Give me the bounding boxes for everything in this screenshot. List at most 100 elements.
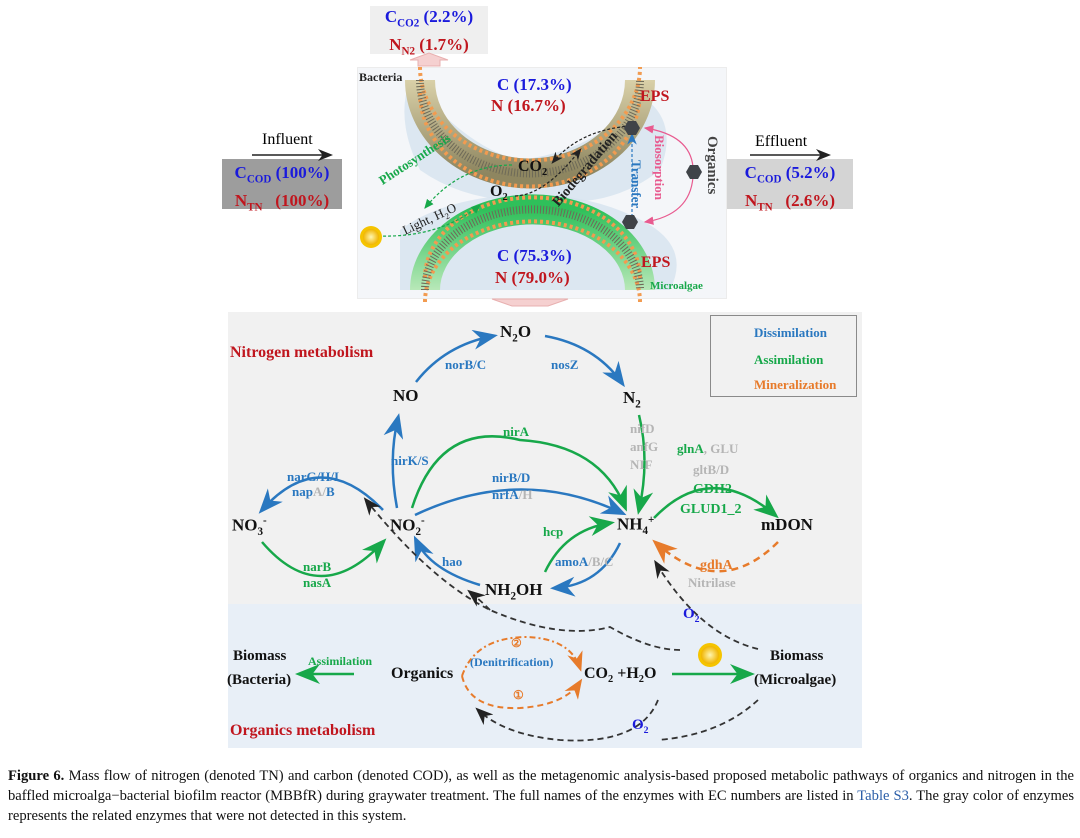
enzyme-gdh2: GDH2: [693, 482, 732, 497]
legend-dissimilation: Dissimilation: [754, 325, 827, 340]
denitrification-label: (Denitrification): [470, 655, 554, 669]
enzyme-nirbd: nirB/D: [492, 470, 531, 485]
enzyme-amo: amoA/B/C: [555, 554, 614, 569]
legend-box: Dissimilation Assimilation Mineralizatio…: [710, 315, 857, 397]
enzyme-narb: narB: [303, 559, 332, 574]
enzyme-hcp: hcp: [543, 524, 564, 539]
enzyme-hao: hao: [442, 554, 463, 569]
o2-dashed-to-narg: [363, 497, 681, 651]
biosorption-top-arrow-icon: [643, 125, 694, 168]
biomass-bacteria-label: Biomass: [233, 648, 287, 664]
organic-molecule-icon: [622, 215, 638, 229]
o2-dashed-to-amo: [654, 559, 759, 650]
o2-to-biodeg-arrow-icon: [514, 148, 582, 197]
light-arrow-icon: [377, 204, 481, 237]
o2-label-bottom: O2: [632, 717, 649, 736]
co2-label: CO2: [518, 158, 548, 179]
eps-label-bottom: EPS: [641, 254, 671, 271]
o2-dashed-bottom: [475, 699, 659, 742]
species-mdon: mDON: [761, 515, 813, 534]
enzyme-nif: NIF: [630, 457, 653, 472]
enzyme-anfg: anfG: [630, 439, 659, 454]
sun-icon: [698, 643, 722, 667]
enzyme-nifd: nifD: [630, 421, 655, 436]
organic-molecule-icon: [686, 165, 702, 179]
biodeg-to-co2-arrow-icon: [551, 125, 631, 164]
denitrification-loop-bottom: [461, 675, 583, 710]
bacteria-carbon-share: C (17.3%): [497, 75, 572, 94]
enzyme-gltbd: gltB/D: [693, 462, 730, 477]
enzyme-nosz: nosZ: [551, 357, 579, 372]
denitrification-loop-top: [461, 635, 583, 677]
arrow-no2-to-no: [383, 413, 404, 509]
transfer-label: Transfer: [629, 160, 644, 209]
effluent-box: CCOD (5.2%) NTN (2.6%): [727, 159, 853, 214]
organics-label: Organics: [391, 665, 454, 682]
species-no: NO: [393, 386, 419, 405]
arrow-no2-to-nh4-nira: [410, 435, 627, 512]
bacteria-label: Bacteria: [359, 70, 403, 84]
species-no3: NO3-: [232, 515, 267, 539]
circle-1: ①: [513, 688, 524, 702]
species-no2: NO2-: [390, 515, 425, 539]
enzyme-glna-glu: glnA, GLU: [677, 441, 739, 456]
o2-label-top: O2: [683, 606, 700, 625]
biosorption-bottom-arrow-icon: [643, 176, 694, 225]
carbon-co2-loss: CCO2 (2.2%): [384, 7, 474, 30]
enzyme-napab: napA/B: [292, 484, 335, 499]
legend-assimilation: Assimilation: [754, 352, 824, 367]
nitrogen-metabolism-title: Nitrogen metabolism: [230, 344, 374, 361]
caption-text-1: Mass flow of nitrogen (denoted TN) and c…: [8, 768, 1074, 804]
enzyme-nrfah: nrfA/H: [492, 487, 533, 502]
biomass-microalgae-label: Biomass: [770, 648, 824, 664]
arrow-no3-to-no2: [261, 538, 387, 578]
arrow-mdon-to-nh4: [652, 539, 779, 573]
microalgae-label: Microalgae: [650, 280, 703, 292]
legend-mineralization: Mineralization: [754, 377, 837, 392]
arrow-no-to-n2o: [415, 329, 498, 383]
organics-side-label: Organics: [704, 136, 720, 195]
down-arrow-icon: [491, 298, 569, 307]
biomass-microalgae-sub: (Microalgae): [754, 672, 837, 688]
bacteria-nitrogen-share: N (16.7%): [491, 96, 566, 115]
enzyme-nira: nirA: [503, 424, 529, 439]
o2-dashed-bottom-right: [657, 699, 759, 741]
enzyme-glud1-2: GLUD1_2: [680, 502, 742, 517]
arrow-nh2oh-to-nh4: [543, 516, 615, 573]
organics-metabolism-panel: [228, 604, 862, 748]
enzyme-gdha: gdhA: [700, 558, 733, 573]
biomass-bacteria-sub: (Bacteria): [227, 672, 292, 688]
arrow-n2o-to-n2: [544, 334, 625, 388]
species-nh2oh: NH2OH: [485, 580, 543, 603]
assimilation-label: Assimilation: [308, 654, 373, 668]
circle-2: ②: [511, 636, 522, 650]
caption-text-2: . The gray color of enzymes represents t…: [8, 788, 1074, 824]
photosynthesis-arrow-icon: [424, 164, 513, 209]
table-s3-link[interactable]: Table S3: [857, 788, 909, 804]
up-arrow-icon: [409, 52, 449, 67]
arrow-no2-to-no3: [258, 476, 384, 514]
enzyme-nasa: nasA: [303, 575, 332, 590]
figure-caption: Figure 6. Mass flow of nitrogen (denoted…: [8, 766, 1074, 826]
sun-icon: [360, 226, 382, 248]
o2-dashed-to-nh2oh: [467, 589, 491, 611]
species-n2o: N2O: [500, 322, 532, 345]
co2-h2o-label: CO2 +H2O: [584, 665, 657, 686]
arrow-nh4-to-nh2oh: [550, 542, 622, 597]
microalgae-membrane: [410, 194, 655, 303]
gas-output-box: CCO2 (2.2%) NN2 (1.7%): [370, 6, 488, 58]
arrow-n2-to-nh4: [633, 414, 654, 515]
figure-label: Figure 6.: [8, 768, 65, 784]
microalgae-carbon-share: C (75.3%): [497, 246, 572, 265]
species-nh4: NH4+: [617, 514, 655, 538]
influent-box: CCOD (100%) NTN (100%): [222, 159, 342, 214]
influent-label: Influent: [262, 131, 313, 148]
arrow-nh2oh-to-no2: [413, 535, 481, 587]
biosorption-label: Biosorption: [652, 135, 667, 201]
enzyme-nirks: nirK/S: [391, 453, 429, 468]
enzyme-narghi: narG/H/I: [287, 469, 340, 484]
arrow-no2-to-nh4-nirbd: [414, 488, 627, 517]
nitrogen-n2-loss: NN2 (1.7%): [389, 35, 469, 58]
organics-metabolism-title: Organics metabolism: [230, 722, 376, 739]
